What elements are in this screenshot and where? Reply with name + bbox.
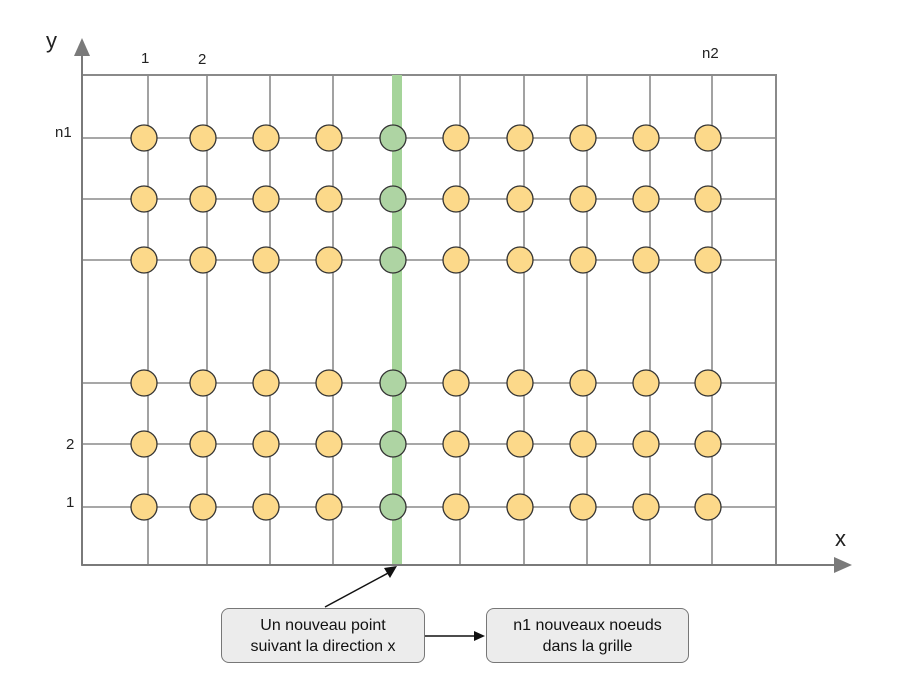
grid-node — [252, 369, 280, 397]
grid-node — [694, 246, 722, 274]
flow-arrow-head-icon — [474, 631, 485, 641]
row-label-1: 1 — [66, 494, 75, 511]
grid-node — [694, 124, 722, 152]
grid-node — [130, 124, 158, 152]
grid-node — [694, 369, 722, 397]
x-axis-arrow-icon — [834, 557, 852, 573]
new-point-box: Un nouveau point suivant la direction x — [221, 608, 425, 663]
grid-node — [189, 493, 217, 521]
grid-node — [442, 246, 470, 274]
grid-node — [632, 369, 660, 397]
new-grid-node — [379, 493, 407, 521]
y-axis-label: y — [46, 28, 57, 53]
grid-node — [130, 369, 158, 397]
grid-node — [189, 369, 217, 397]
grid-node — [252, 430, 280, 458]
column-label-1: 1 — [141, 50, 150, 67]
new-grid-node — [379, 185, 407, 213]
grid-node — [506, 430, 534, 458]
grid-node — [569, 493, 597, 521]
grid-node — [442, 493, 470, 521]
grid-frame — [81, 74, 777, 566]
grid-node — [442, 369, 470, 397]
grid-node — [315, 246, 343, 274]
grid-node — [130, 246, 158, 274]
grid-node — [632, 430, 660, 458]
grid-node — [130, 185, 158, 213]
y-axis-arrow-icon — [74, 38, 90, 56]
grid-node — [694, 185, 722, 213]
new-nodes-box: n1 nouveaux noeuds dans la grille — [486, 608, 689, 663]
grid-node — [442, 185, 470, 213]
grid-node — [632, 124, 660, 152]
new-grid-node — [379, 124, 407, 152]
grid-node — [252, 124, 280, 152]
pointer-arrow-head-icon — [384, 566, 397, 578]
grid-node — [506, 124, 534, 152]
x-axis-label: x — [835, 526, 846, 551]
grid-node — [569, 369, 597, 397]
grid-node — [506, 493, 534, 521]
grid-node — [632, 185, 660, 213]
grid-node — [569, 246, 597, 274]
grid-node — [130, 493, 158, 521]
grid-node — [189, 246, 217, 274]
grid-node — [130, 430, 158, 458]
grid-node — [252, 493, 280, 521]
grid-node — [315, 185, 343, 213]
grid-nodes — [130, 124, 722, 521]
column-label-n2: n2 — [702, 45, 719, 62]
grid-node — [569, 430, 597, 458]
grid-node — [569, 185, 597, 213]
grid-node — [632, 493, 660, 521]
grid-node — [569, 124, 597, 152]
grid-node — [315, 124, 343, 152]
row-label-n1: n1 — [55, 124, 72, 141]
grid-node — [506, 246, 534, 274]
pointer-arrow — [324, 571, 391, 608]
grid-node — [506, 369, 534, 397]
grid-node — [315, 430, 343, 458]
column-label-2: 2 — [198, 51, 207, 68]
grid-node — [694, 493, 722, 521]
grid-node — [189, 124, 217, 152]
row-label-2: 2 — [66, 436, 75, 453]
grid-node — [189, 185, 217, 213]
grid-node — [252, 185, 280, 213]
new-grid-node — [379, 246, 407, 274]
grid-node — [442, 124, 470, 152]
new-grid-node — [379, 369, 407, 397]
grid-lines — [82, 75, 776, 565]
grid-node — [506, 185, 534, 213]
grid-node — [632, 246, 660, 274]
grid-node — [315, 369, 343, 397]
grid-node — [694, 430, 722, 458]
grid-node — [252, 246, 280, 274]
grid-node — [189, 430, 217, 458]
grid-node — [442, 430, 470, 458]
grid-node — [315, 493, 343, 521]
new-grid-node — [379, 430, 407, 458]
